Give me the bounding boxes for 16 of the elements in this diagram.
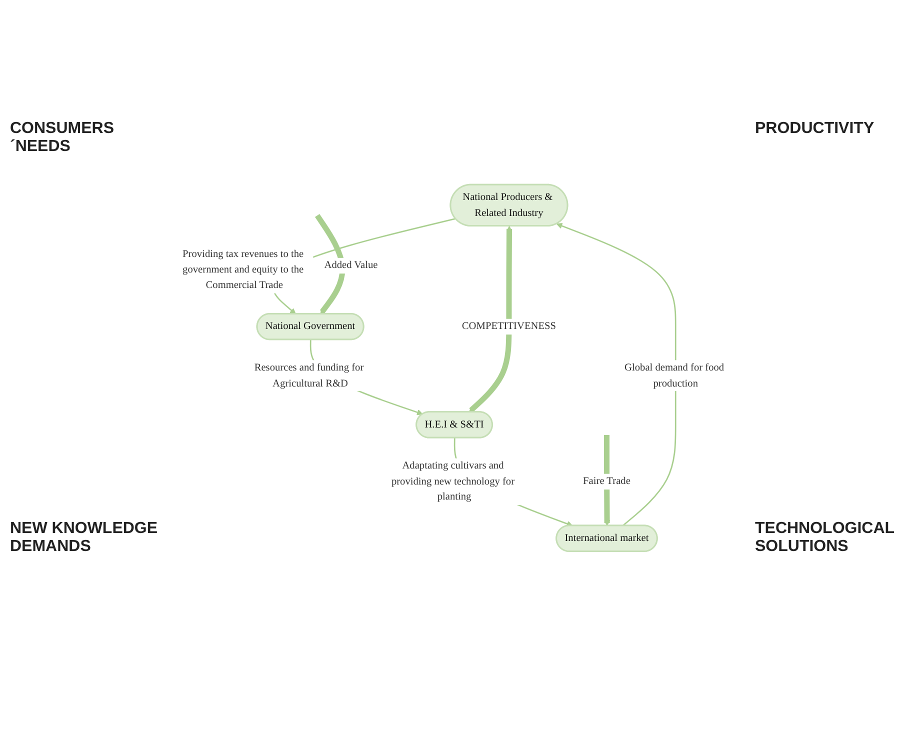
side-label: TECHNOLOGICAL SOLUTIONS (755, 520, 896, 556)
edge-label: Added Value (324, 260, 378, 271)
arrow (604, 434, 610, 526)
side-label: CONSUMERS´NEEDS (10, 120, 116, 156)
side-label: PRODUCTIVITY (755, 120, 876, 138)
side-label: NEW KNOWLEDGE DEMANDS (10, 520, 159, 556)
arrow (314, 214, 346, 314)
edge-label: Global demand for food production (624, 362, 724, 388)
edge-label: Faire Trade (583, 475, 630, 486)
edge-label: COMPETITIVENESS (462, 320, 556, 332)
edge-label: Providing tax revenues to the government and equity to the Commercial Trade (182, 248, 304, 290)
edge-label: Adaptating cultivars and providing new technology for planting (391, 460, 515, 502)
arrow (556, 222, 676, 526)
edge-label: Resources and funding for Agricultural R&D (254, 362, 364, 388)
arrow (468, 226, 512, 412)
arrow (272, 218, 456, 314)
